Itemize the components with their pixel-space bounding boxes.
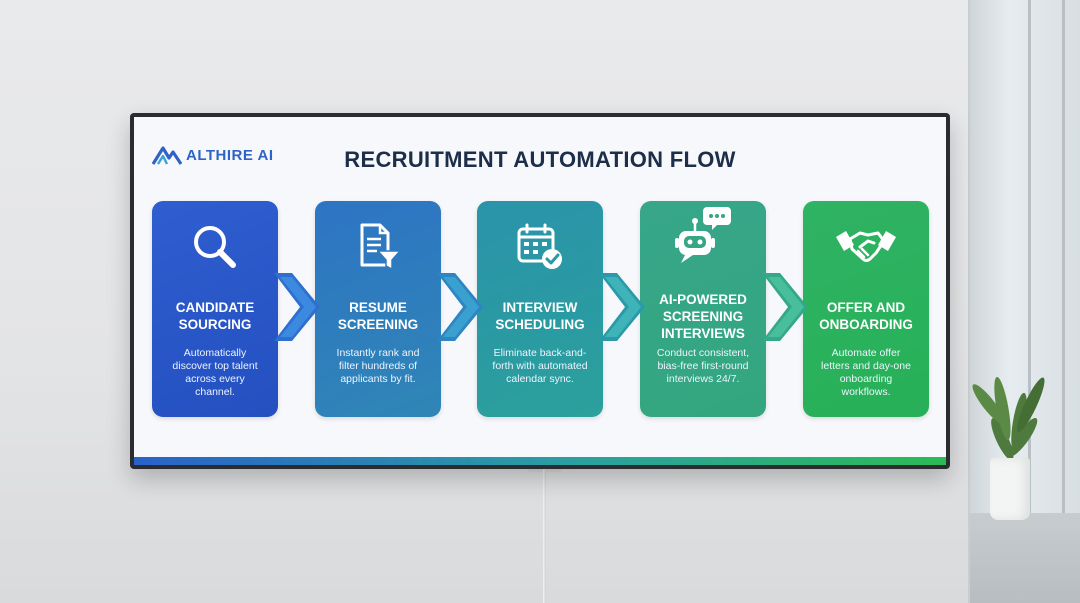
step-card-ai-screening-interviews: AI-POWERED SCREENING INTERVIEWS Conduct … xyxy=(640,201,766,417)
step-description: Conduct consistent, bias-free first-roun… xyxy=(656,347,750,385)
step-label: OFFER AND ONBOARDING xyxy=(819,300,913,332)
step-description: Automatically discover top talent across… xyxy=(172,347,258,398)
step-label: INTERVIEW SCHEDULING xyxy=(495,300,585,332)
document-filter-icon xyxy=(315,219,441,275)
flow-arrow-4 xyxy=(762,273,808,341)
step-label: CANDIDATE SOURCING xyxy=(175,300,255,332)
potted-plant xyxy=(968,280,1049,520)
step-card-offer-onboarding: OFFER AND ONBOARDING Automate offer lett… xyxy=(803,201,929,417)
wall-display: ALTHIRE AI RECRUITMENT AUTOMATION FLOW C… xyxy=(130,113,950,469)
flow-arrow-2 xyxy=(437,273,483,341)
power-cable xyxy=(543,469,546,603)
floor xyxy=(970,513,1080,603)
chat-robot-icon xyxy=(640,207,766,263)
step-label: RESUME SCREENING xyxy=(337,300,419,332)
flow-arrow-1 xyxy=(274,273,320,341)
step-card-interview-scheduling: INTERVIEW SCHEDULING Eliminate back-and-… xyxy=(477,201,603,417)
step-label: AI-POWERED SCREENING INTERVIEWS xyxy=(659,291,747,341)
flow-arrow-3 xyxy=(599,273,645,341)
handshake-icon xyxy=(803,219,929,275)
step-card-candidate-sourcing: CANDIDATE SOURCING Automatically discove… xyxy=(152,201,278,417)
brand-name: ALTHIRE AI xyxy=(186,146,274,164)
althire-mountain-logo-icon xyxy=(152,146,182,165)
calendar-check-icon xyxy=(477,219,603,275)
gradient-accent-bar xyxy=(134,457,946,465)
step-description: Instantly rank and filter hundreds of ap… xyxy=(336,347,420,385)
page-title: RECRUITMENT AUTOMATION FLOW xyxy=(344,147,736,172)
window-frame xyxy=(1062,0,1065,603)
step-description: Automate offer letters and day-one onboa… xyxy=(821,347,911,398)
search-icon xyxy=(152,219,278,275)
display-screen: ALTHIRE AI RECRUITMENT AUTOMATION FLOW C… xyxy=(134,117,946,465)
step-description: Eliminate back-and-forth with automated … xyxy=(492,347,588,385)
step-card-resume-screening: RESUME SCREENING Instantly rank and filt… xyxy=(315,201,441,417)
brand-logo: ALTHIRE AI xyxy=(152,145,274,165)
window-frame xyxy=(1028,0,1031,603)
